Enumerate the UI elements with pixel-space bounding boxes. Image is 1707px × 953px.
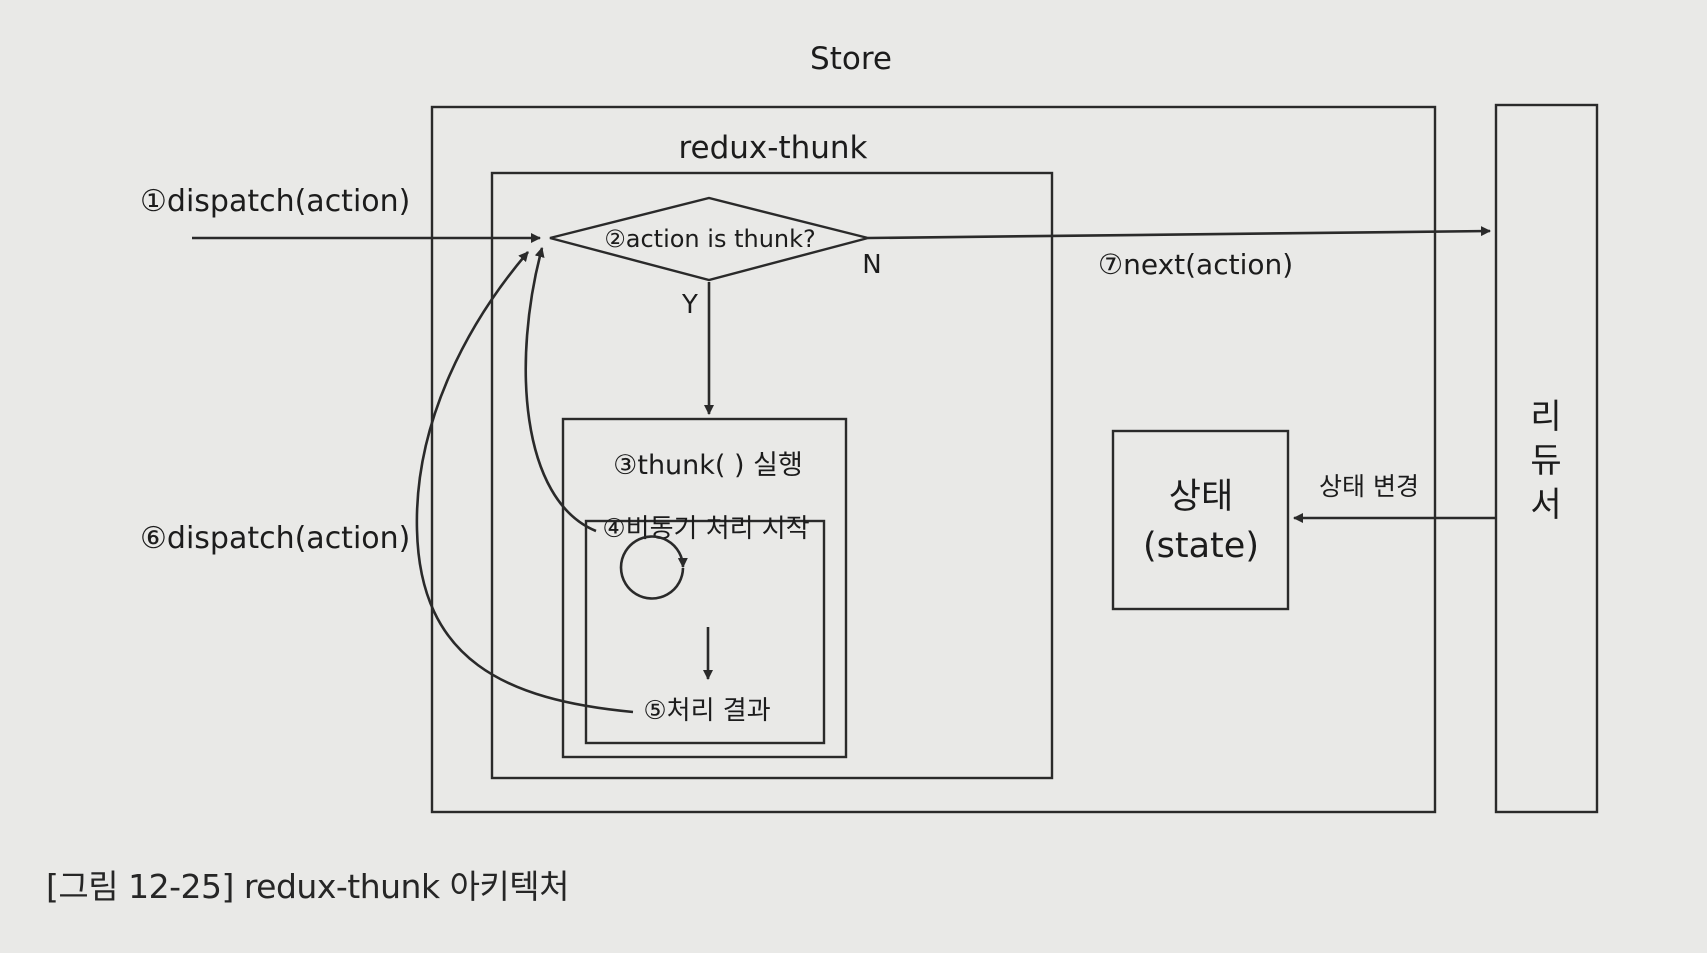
redux-thunk-box bbox=[490, 171, 1054, 780]
thunk-execution-box bbox=[561, 417, 848, 759]
store-box bbox=[430, 105, 1437, 814]
state-label-english: (state) bbox=[1143, 526, 1259, 566]
next-label: ⑦next(action) bbox=[1098, 248, 1293, 281]
result-label: ⑤처리 결과 bbox=[643, 696, 770, 726]
async-loop-arrow bbox=[619, 535, 688, 600]
dispatch-again-label: ⑥dispatch(action) bbox=[140, 521, 410, 556]
yes-label: Y bbox=[681, 290, 698, 320]
no-label: N bbox=[862, 250, 881, 280]
redux-thunk-label: redux-thunk bbox=[678, 130, 867, 166]
dispatch-again-arrow bbox=[415, 251, 634, 714]
store-label: Store bbox=[810, 41, 892, 77]
async-processing-box bbox=[584, 519, 826, 745]
figure-caption: [그림 12-25] redux-thunk 아키텍처 bbox=[46, 867, 570, 906]
thunk-box-label: ③thunk( ) 실행 bbox=[613, 450, 803, 481]
reducer-label-char-1: 리 bbox=[1530, 397, 1561, 437]
state-change-label: 상태 변경 bbox=[1319, 472, 1419, 501]
state-box bbox=[1111, 429, 1290, 611]
decision-label: ②action is thunk? bbox=[604, 225, 816, 253]
reducer-box bbox=[1494, 103, 1599, 814]
next-action-arrow bbox=[867, 226, 1491, 240]
state-label-korean: 상태 bbox=[1169, 477, 1233, 517]
reducer-label-char-3: 서 bbox=[1530, 485, 1561, 525]
dispatch-in-label: ①dispatch(action) bbox=[140, 184, 410, 219]
async-return-arrow bbox=[524, 247, 597, 533]
reducer-label-char-2: 듀 bbox=[1530, 441, 1561, 481]
async-start-label: ④비동기 처리 시작 bbox=[602, 514, 809, 544]
